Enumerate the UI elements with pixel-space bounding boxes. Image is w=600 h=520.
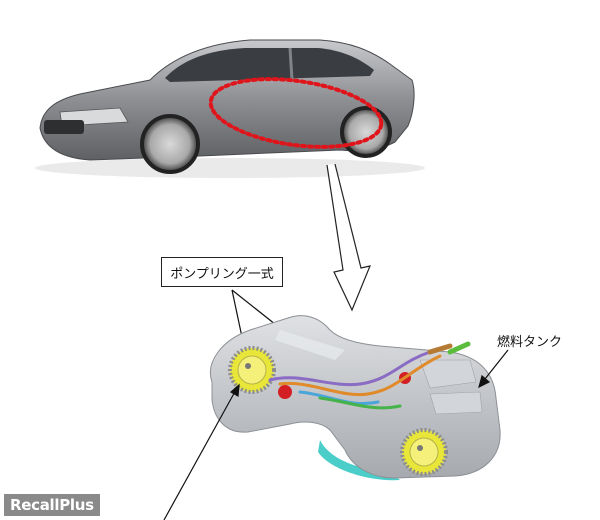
fuel-tank-illustration	[210, 315, 501, 481]
down-arrow	[326, 163, 371, 312]
car-windows	[165, 48, 374, 82]
highlight-dotted-oval	[208, 77, 384, 149]
car-illustration	[35, 39, 425, 178]
rear-wheel	[340, 106, 392, 158]
pump-ring-right	[400, 428, 448, 476]
tank-pointer-arrow	[478, 349, 509, 389]
front-wheel	[140, 114, 200, 174]
fuel-lines	[268, 341, 471, 410]
watermark-logo: RecallPlus	[4, 494, 100, 516]
bottom-leader-line	[163, 383, 240, 520]
pump-ring-set-label: ポンプリング一式	[161, 257, 283, 287]
pump-ring-left	[228, 346, 276, 394]
red-cap-left	[278, 385, 292, 399]
fuel-tank-label: 燃料タンク	[497, 335, 563, 350]
